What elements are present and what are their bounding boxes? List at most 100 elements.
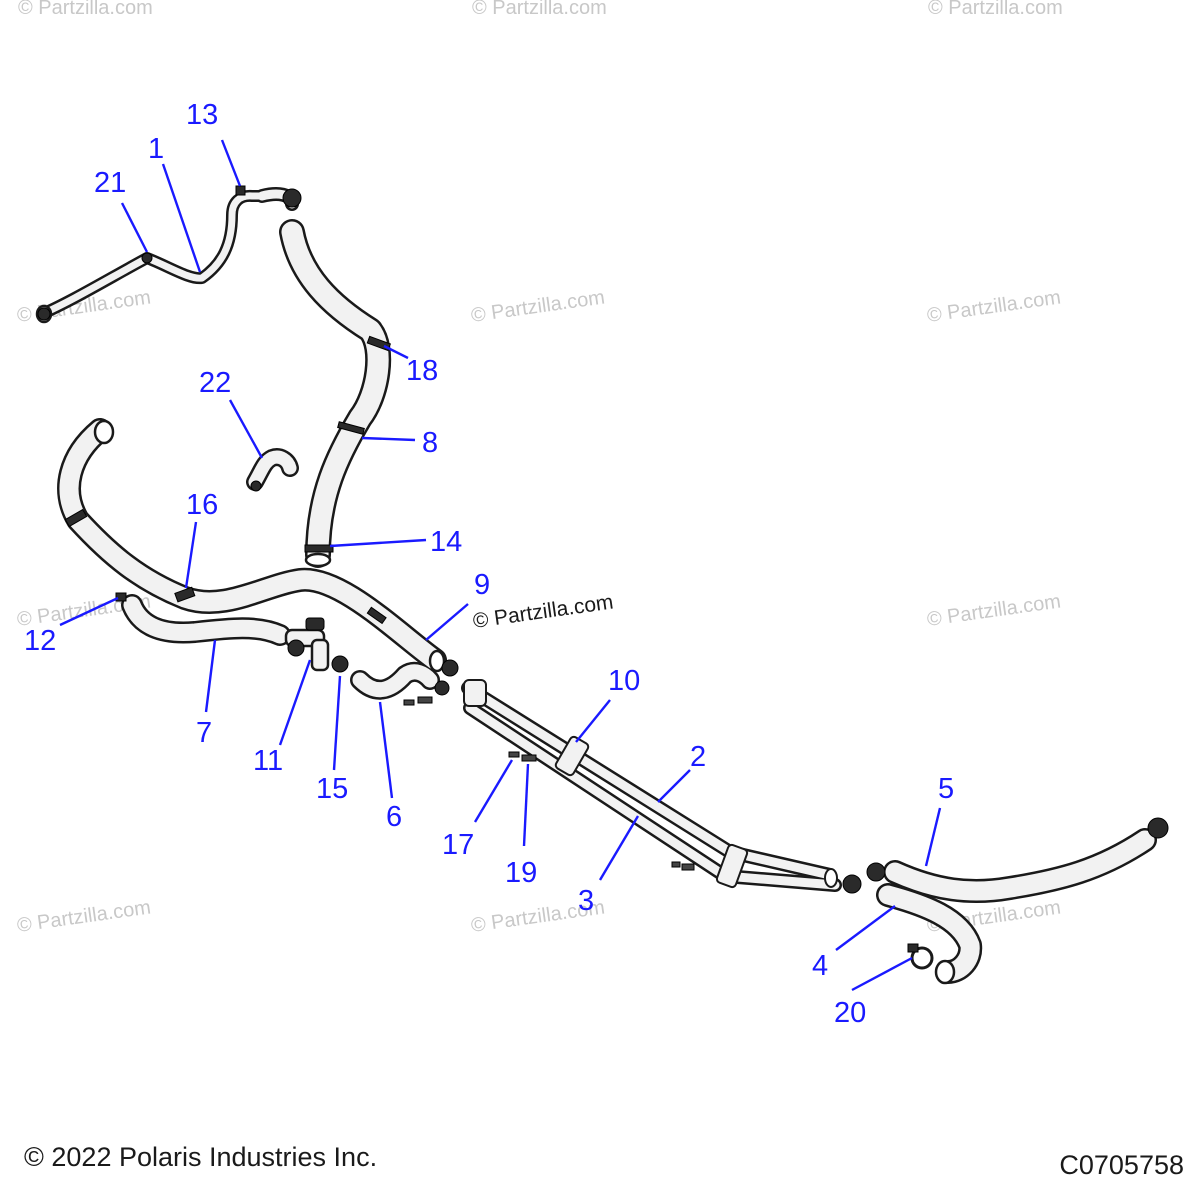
bolt-19 [521,754,537,762]
callout-10[interactable]: 10 [608,665,640,697]
hose-1-fill [38,192,266,318]
watermark: © Partzilla.com [926,590,1063,631]
watermark: © Partzilla.com [926,286,1063,327]
clamp [434,680,450,696]
bolt-17 [508,751,520,758]
clamp-11 [287,639,305,657]
fitting [37,307,51,321]
leader-16 [184,521,198,589]
callout-16[interactable]: 16 [186,489,218,521]
callout-22[interactable]: 22 [199,367,231,399]
copyright-text: © 2022 Polaris Industries Inc. [24,1142,378,1172]
clamp [305,617,325,631]
hose-end [93,419,115,445]
leader-15 [332,675,342,771]
fitting [282,188,302,208]
leader-6 [378,701,394,799]
hose-5-fill [885,830,1155,901]
hose-end [304,552,332,568]
bracket-10 [554,735,590,777]
leader-9 [425,603,469,641]
hose-end [934,959,956,985]
clamp-16 [174,586,196,603]
leader-20 [851,956,913,992]
leader-10 [575,699,611,743]
leader-13 [220,139,242,187]
watermark: © Partzilla.com [928,0,1063,19]
watermark-main: © Partzilla.com [471,590,614,632]
clamp-14 [304,544,334,553]
callout-3[interactable]: 3 [578,885,594,917]
callouts: 1 2 3 4 5 6 7 8 9 10 11 12 13 14 15 16 1… [24,99,954,1029]
hose-7-fill [123,596,289,644]
callout-13[interactable]: 13 [186,99,218,131]
elbow-22-fill [248,450,297,489]
bolt [417,696,433,704]
clamp [366,606,387,625]
bolt [403,699,415,706]
callout-19[interactable]: 19 [505,857,537,889]
clamp-15 [331,655,349,673]
callout-18[interactable]: 18 [406,355,438,387]
watermark: © Partzilla.com [18,0,153,19]
callout-17[interactable]: 17 [442,829,474,861]
leader-lines [59,139,942,992]
leader-11 [278,659,312,746]
clamp [842,874,862,894]
callout-21[interactable]: 21 [94,167,126,199]
leader-17 [473,759,514,823]
clamp-8 [337,421,365,435]
clamp [866,862,886,882]
bolt [681,863,695,871]
bolt [671,861,681,868]
diagram-code: C0705758 [1059,1150,1184,1180]
callout-15[interactable]: 15 [316,773,348,805]
callout-1[interactable]: 1 [148,133,164,165]
callout-5[interactable]: 5 [938,773,954,805]
watermark: © Partzilla.com [16,896,153,937]
tee-fitting-leg [310,638,330,672]
leader-21 [120,202,149,253]
callout-4[interactable]: 4 [812,950,828,982]
callout-12[interactable]: 12 [24,625,56,657]
clamp [64,508,88,528]
clip-12 [115,592,127,602]
leader-12 [59,596,119,627]
leader-4 [835,905,896,951]
leader-22 [228,399,264,459]
callout-8[interactable]: 8 [422,427,438,459]
fitting [250,480,262,492]
watermark: © Partzilla.com [470,286,607,327]
callout-20[interactable]: 20 [834,997,866,1029]
tube-2 [461,681,837,882]
leader-2 [657,769,691,803]
callout-2[interactable]: 2 [690,741,706,773]
leader-18 [383,344,409,360]
hose-end [824,868,838,888]
callout-9[interactable]: 9 [474,569,490,601]
leader-19 [522,763,530,847]
watermark-layer: © Partzilla.com © Partzilla.com © Partzi… [16,0,1063,937]
leader-14 [329,538,427,548]
leader-3 [598,815,640,881]
hose-end [428,649,446,673]
callout-6[interactable]: 6 [386,801,402,833]
clamp-21 [141,252,153,264]
tube-bracket [463,679,487,707]
leader-7 [204,639,217,713]
clamp [1147,817,1169,839]
hose-ends [35,304,956,985]
clamp-20-tab [907,943,919,953]
callout-11[interactable]: 11 [253,745,283,777]
hose-8-fill [281,221,389,566]
callout-14[interactable]: 14 [430,526,462,558]
leader-5 [924,807,942,867]
watermark: © Partzilla.com [472,0,607,19]
leader-1 [161,163,202,273]
clamp [441,659,459,677]
clamp-13 [235,185,246,196]
hardware [37,185,1169,970]
callout-7[interactable]: 7 [196,717,212,749]
